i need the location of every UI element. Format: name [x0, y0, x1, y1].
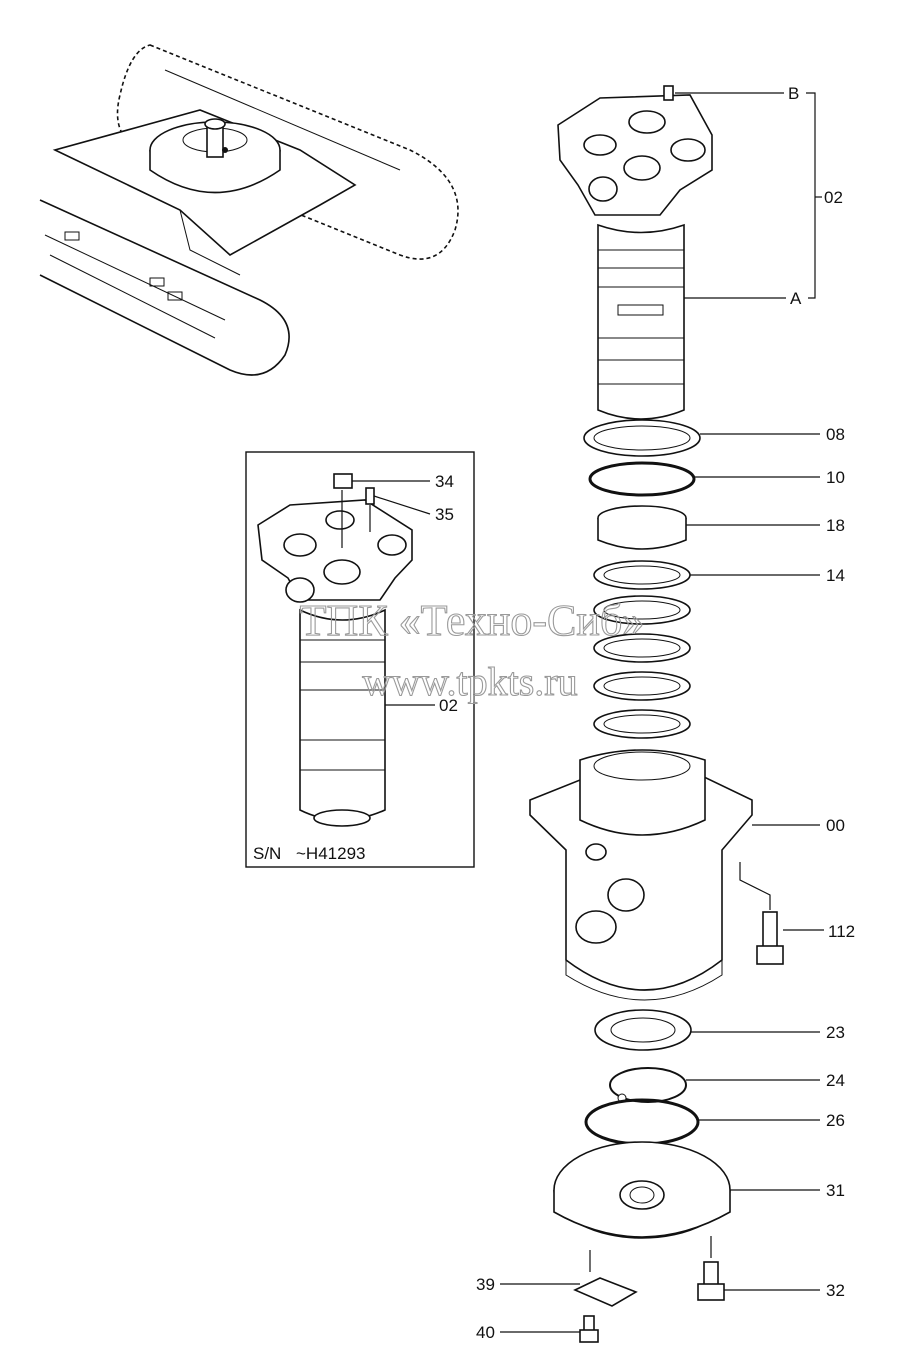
rotor-head-02	[557, 85, 713, 216]
callout-02-main: 02	[824, 188, 843, 207]
leader-lines	[352, 92, 824, 1333]
callout-31: 31	[826, 1181, 845, 1200]
callout-08: 08	[826, 425, 845, 444]
callout-39: 39	[476, 1275, 495, 1294]
undercarriage-overview	[39, 44, 459, 376]
rotor-shaft-02	[597, 223, 685, 420]
callout-26: 26	[826, 1111, 845, 1130]
ring-18	[597, 505, 687, 550]
callout-02-inset: 02	[439, 696, 458, 715]
callout-14: 14	[826, 566, 845, 585]
callout-A: A	[790, 289, 802, 308]
watermark-url: www.tpkts.ru	[362, 659, 577, 704]
snap-ring-24	[609, 1067, 687, 1103]
o-ring-26	[584, 1098, 700, 1146]
screw-40	[579, 1315, 599, 1343]
o-ring-10	[588, 461, 696, 497]
callout-40: 40	[476, 1323, 495, 1342]
cover-31	[553, 1141, 731, 1239]
plate-39	[573, 1277, 638, 1307]
inset-serial-range: ~H41293	[296, 844, 365, 863]
inset-frame	[245, 451, 475, 868]
callout-34: 34	[435, 472, 454, 491]
seals-14	[593, 560, 691, 739]
callout-10: 10	[826, 468, 845, 487]
bolt-112	[756, 911, 784, 965]
callout-18: 18	[826, 516, 845, 535]
thrust-plate-23	[594, 1009, 692, 1051]
callout-24: 24	[826, 1071, 845, 1090]
callout-112: 112	[828, 922, 855, 941]
callout-35: 35	[435, 505, 454, 524]
inset-serial-label: S/N	[253, 844, 281, 863]
bolt-32	[697, 1261, 725, 1301]
watermark-company: ТПК «Техно-Сиб»	[300, 596, 645, 645]
seal-ring-08	[583, 419, 701, 457]
swivel-body-00	[529, 749, 753, 1001]
callout-32: 32	[826, 1281, 845, 1300]
callout-B: B	[788, 84, 799, 103]
callout-00: 00	[826, 816, 845, 835]
callout-23: 23	[826, 1023, 845, 1042]
